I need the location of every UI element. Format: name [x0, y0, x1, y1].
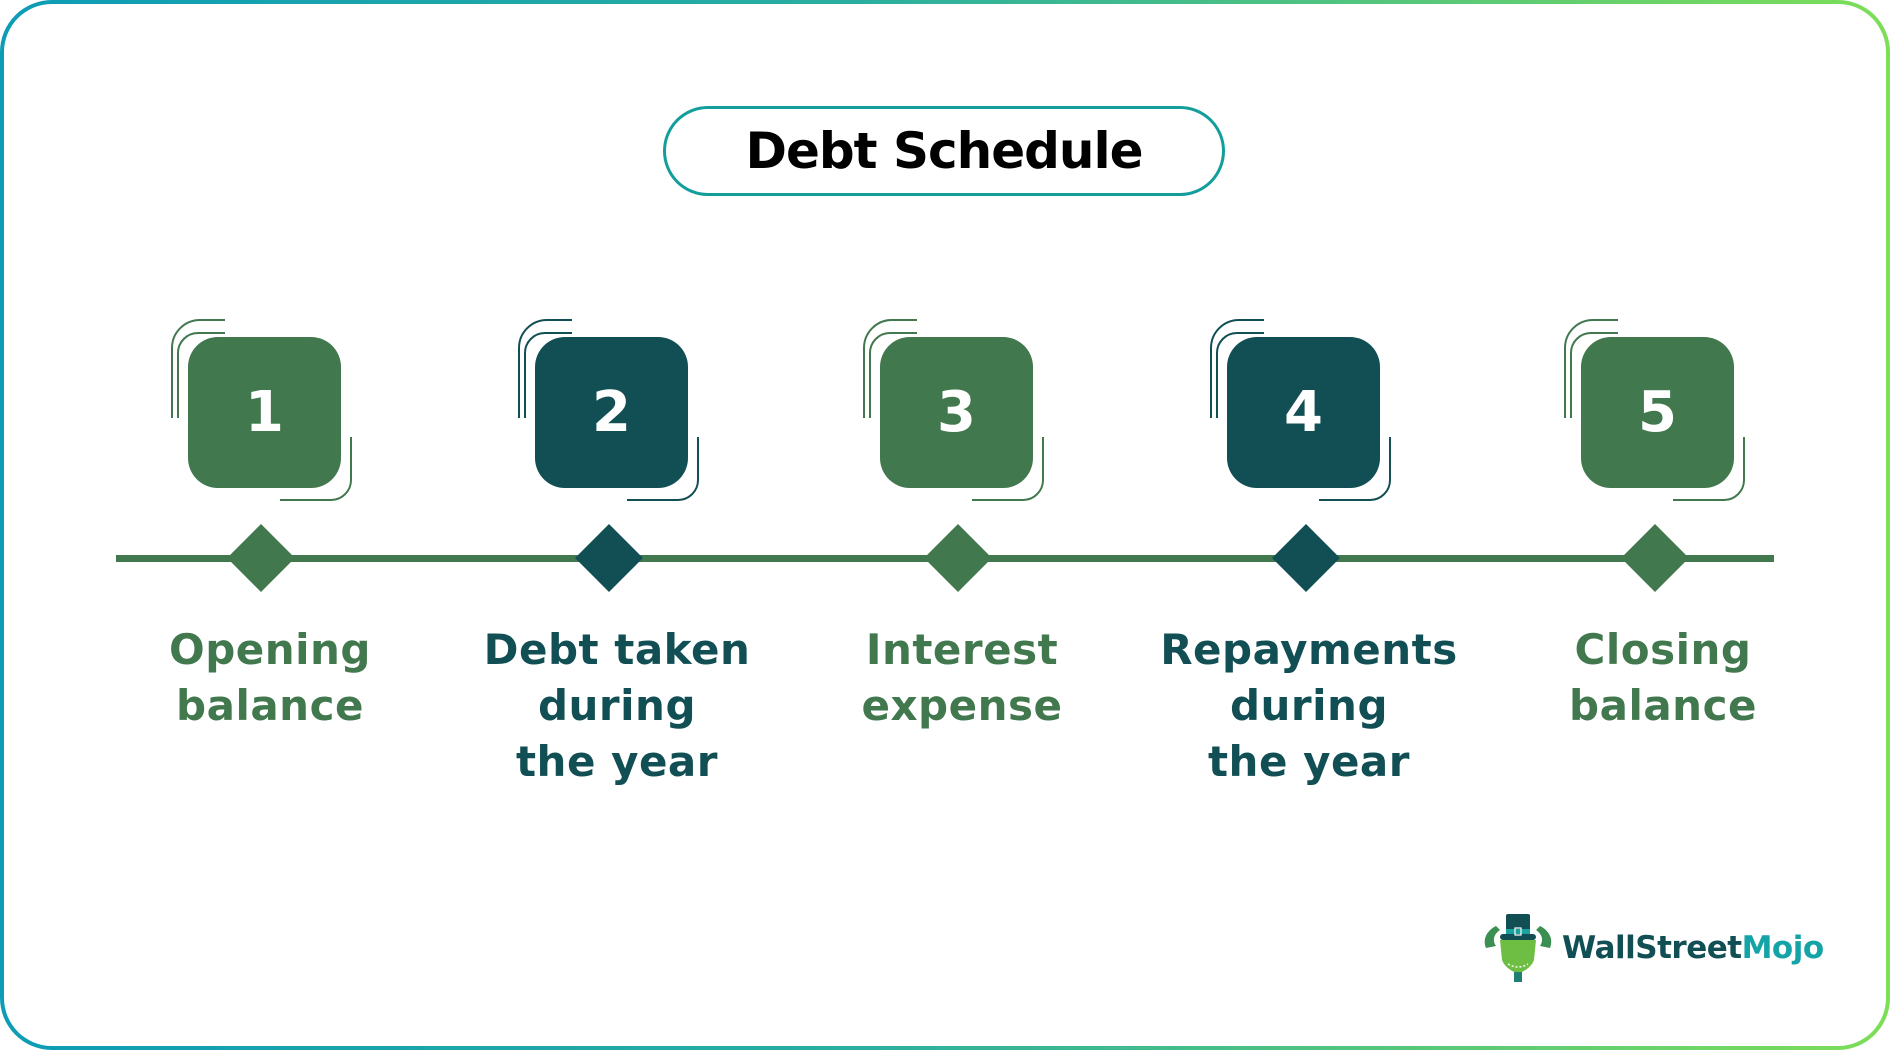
logo-text-mojo: Mojo — [1741, 930, 1825, 966]
step-3: 3 Interest expense — [852, 310, 1072, 810]
step-number-box: 2 — [535, 337, 688, 488]
step-number: 4 — [1284, 380, 1323, 445]
logo-text-wallstreet: WallStreet — [1562, 930, 1742, 966]
timeline-diamond-marker — [1621, 524, 1689, 592]
step-number-box: 1 — [188, 337, 341, 488]
corner-arcs-decoration — [1564, 319, 1745, 501]
step-label: Interest expense — [861, 625, 1063, 730]
page-title: Debt Schedule — [745, 122, 1143, 180]
timeline-diamond-marker — [575, 524, 643, 592]
corner-arcs-decoration — [1210, 319, 1391, 501]
step-number: 2 — [592, 380, 631, 445]
step-5: 5 Closing balance — [1553, 310, 1773, 810]
logo-wordmark: WallStreetMojo — [1562, 930, 1824, 966]
step-label: Opening balance — [168, 625, 371, 730]
step-number-box: 3 — [880, 337, 1033, 488]
timeline-diamond-marker — [227, 524, 295, 592]
timeline-diamond-marker — [924, 524, 992, 592]
step-label: Closing balance — [1569, 625, 1757, 730]
title-pill: Debt Schedule — [663, 106, 1225, 196]
bull-with-top-hat-icon — [1484, 914, 1552, 982]
corner-arcs-decoration — [518, 319, 699, 501]
step-number: 5 — [1638, 380, 1677, 445]
timeline-diamond-marker — [1272, 524, 1340, 592]
step-label: Debt taken during the year — [483, 625, 751, 786]
corner-arcs-decoration — [171, 319, 352, 501]
step-2: 2 Debt taken during the year — [484, 310, 750, 810]
step-number: 1 — [245, 380, 284, 445]
step-label: Repayments during the year — [1160, 625, 1458, 786]
step-1: 1 Opening balance — [160, 310, 380, 810]
step-4: 4 Repayments during the year — [1160, 310, 1457, 810]
wallstreetmojo-logo: WallStreetMojo — [1478, 908, 1824, 988]
corner-arcs-decoration — [863, 319, 1044, 501]
step-number-box: 5 — [1581, 337, 1734, 488]
step-number-box: 4 — [1227, 337, 1380, 488]
step-number: 3 — [937, 380, 976, 445]
